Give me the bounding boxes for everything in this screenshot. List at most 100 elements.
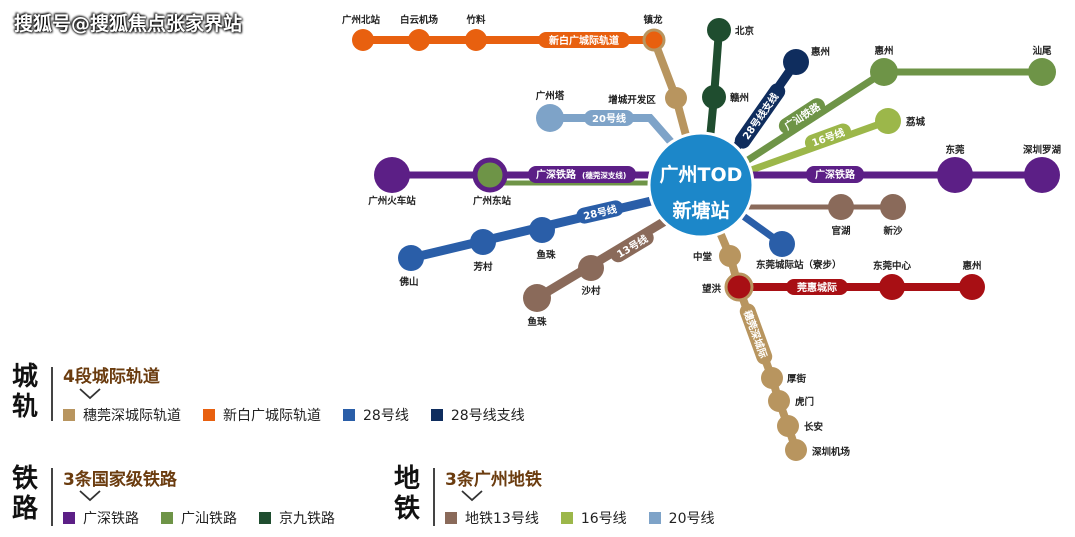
label-guangzhou-tower: 广州塔 <box>536 90 565 102</box>
label-xinsha: 新沙 <box>883 225 903 237</box>
badge-guangshen-left: 广深铁路 <box>536 168 577 181</box>
label-changan: 长安 <box>804 421 824 433</box>
station-baiyun[interactable] <box>408 29 430 51</box>
legend-item: 广汕铁路 <box>161 508 237 528</box>
swatch <box>343 409 355 421</box>
legend-item-label: 穗莞深城际轨道 <box>83 408 181 424</box>
label-ganzhou: 赣州 <box>730 92 749 104</box>
station-yuzhu-28[interactable] <box>529 217 555 243</box>
label-huizhou-gh: 惠州 <box>962 260 981 272</box>
badge-28b-bg <box>734 83 786 149</box>
swatch <box>63 409 75 421</box>
label-zhongtang: 中堂 <box>693 251 713 263</box>
station-licheng[interactable] <box>875 108 901 134</box>
legend-intercity-items: 穗莞深城际轨道 新白广城际轨道 28号线 28号线支线 <box>63 405 547 425</box>
swatch <box>445 512 457 524</box>
station-gz-north[interactable] <box>352 29 374 51</box>
badge-guangshen-right-bg <box>806 166 864 183</box>
label-fangcun: 芳村 <box>473 261 493 273</box>
station-ganzhou[interactable] <box>702 85 726 109</box>
station-wanghong[interactable] <box>724 272 754 302</box>
legend-metro-heading: 地铁 <box>394 464 421 524</box>
legend-item-label: 20号线 <box>668 511 715 527</box>
station-gz-east[interactable] <box>472 157 508 193</box>
label-dongguan: 东莞 <box>945 144 965 156</box>
station-changan[interactable] <box>777 415 799 437</box>
station-zengcheng-kfq[interactable] <box>665 87 687 109</box>
legend-metro-divider <box>433 468 435 526</box>
swatch <box>63 512 75 524</box>
legend-railway-title: 3条国家级铁路 <box>63 470 177 490</box>
station-zhongtang[interactable] <box>719 245 741 267</box>
legend-item-label: 16号线 <box>580 511 627 527</box>
label-beijing: 北京 <box>735 25 755 37</box>
legend-metro-title: 3条广州地铁 <box>445 470 542 490</box>
label-shacun: 沙村 <box>581 285 601 297</box>
legend-item: 广深铁路 <box>63 508 139 528</box>
label-foshan: 佛山 <box>398 276 418 288</box>
station-shacun[interactable] <box>578 255 604 281</box>
station-foshan[interactable] <box>398 245 424 271</box>
center-line1: 广州TOD <box>660 163 743 186</box>
center-hub-circle[interactable] <box>647 131 755 239</box>
legend-intercity-title: 4段城际轨道 <box>63 367 160 387</box>
station-gz-huoche[interactable] <box>374 157 410 193</box>
label-yuzhu-13: 鱼珠 <box>527 316 547 328</box>
station-zhenlong[interactable] <box>642 28 666 52</box>
label-gz-east: 广州东站 <box>473 195 512 207</box>
lines <box>363 29 1042 452</box>
swatch <box>203 409 215 421</box>
legend-item: 穗莞深城际轨道 <box>63 405 181 425</box>
stations <box>352 18 1060 461</box>
swatch <box>648 512 661 524</box>
label-huizhou-28b: 惠州 <box>811 46 830 58</box>
badge-guanhui-bg <box>786 279 848 295</box>
station-zhuliao[interactable] <box>465 29 487 51</box>
badge-16-bg <box>804 123 852 151</box>
badge-13-bg <box>610 229 654 263</box>
station-houjie[interactable] <box>761 367 783 389</box>
label-sz-airport: 深圳机场 <box>812 446 851 458</box>
legend-item-label: 28号线支线 <box>450 408 525 424</box>
station-dongguan[interactable] <box>937 157 973 193</box>
legend-item: 28号线 <box>343 405 409 425</box>
badge-20: 20号线 <box>592 112 626 125</box>
station-fangcun[interactable] <box>470 229 496 255</box>
station-dg-center[interactable] <box>879 274 905 300</box>
center-hub[interactable]: 广州TOD 新塘站 <box>647 131 755 239</box>
station-huizhou-gs[interactable] <box>870 58 898 86</box>
station-yuzhu-13[interactable] <box>523 284 551 312</box>
station-guanhu[interactable] <box>828 194 854 220</box>
station-shanwei[interactable] <box>1028 58 1056 86</box>
label-dg-intercity: 东莞城际站（寮步） <box>756 259 842 271</box>
label-baiyun: 白云机场 <box>400 14 439 26</box>
label-yuzhu-28: 鱼珠 <box>536 249 556 261</box>
center-line2: 新塘站 <box>672 199 729 222</box>
badge-20-bg <box>584 110 634 126</box>
legend-intercity-divider <box>51 367 53 421</box>
legend-item-label: 京九铁路 <box>279 511 335 527</box>
station-huizhou-28b[interactable] <box>783 49 809 75</box>
legend-item-label: 28号线 <box>363 408 409 424</box>
badge-guangshen-left-bg <box>528 166 636 183</box>
legend-intercity-heading: 城轨 <box>12 362 39 422</box>
station-guangzhou-tower[interactable] <box>536 104 564 132</box>
swatch <box>259 512 271 524</box>
station-xinsha[interactable] <box>880 194 906 220</box>
label-sz-luohu: 深圳罗湖 <box>1023 144 1062 156</box>
station-huizhou-gh[interactable] <box>959 274 985 300</box>
station-beijing[interactable] <box>707 18 731 42</box>
legend-item-label: 地铁13号线 <box>465 511 539 527</box>
station-dg-intercity[interactable] <box>769 231 795 257</box>
badge-guangshan-bg <box>778 98 826 134</box>
chevron-down-icon <box>79 388 101 400</box>
legend-railway-divider <box>51 468 53 526</box>
station-sz-luohu[interactable] <box>1024 157 1060 193</box>
label-huizhou-gs: 惠州 <box>874 45 893 57</box>
badge-28-bg <box>576 200 624 224</box>
chevron-down-icon <box>79 490 101 502</box>
station-humen[interactable] <box>768 390 790 412</box>
station-sz-airport[interactable] <box>785 439 807 461</box>
